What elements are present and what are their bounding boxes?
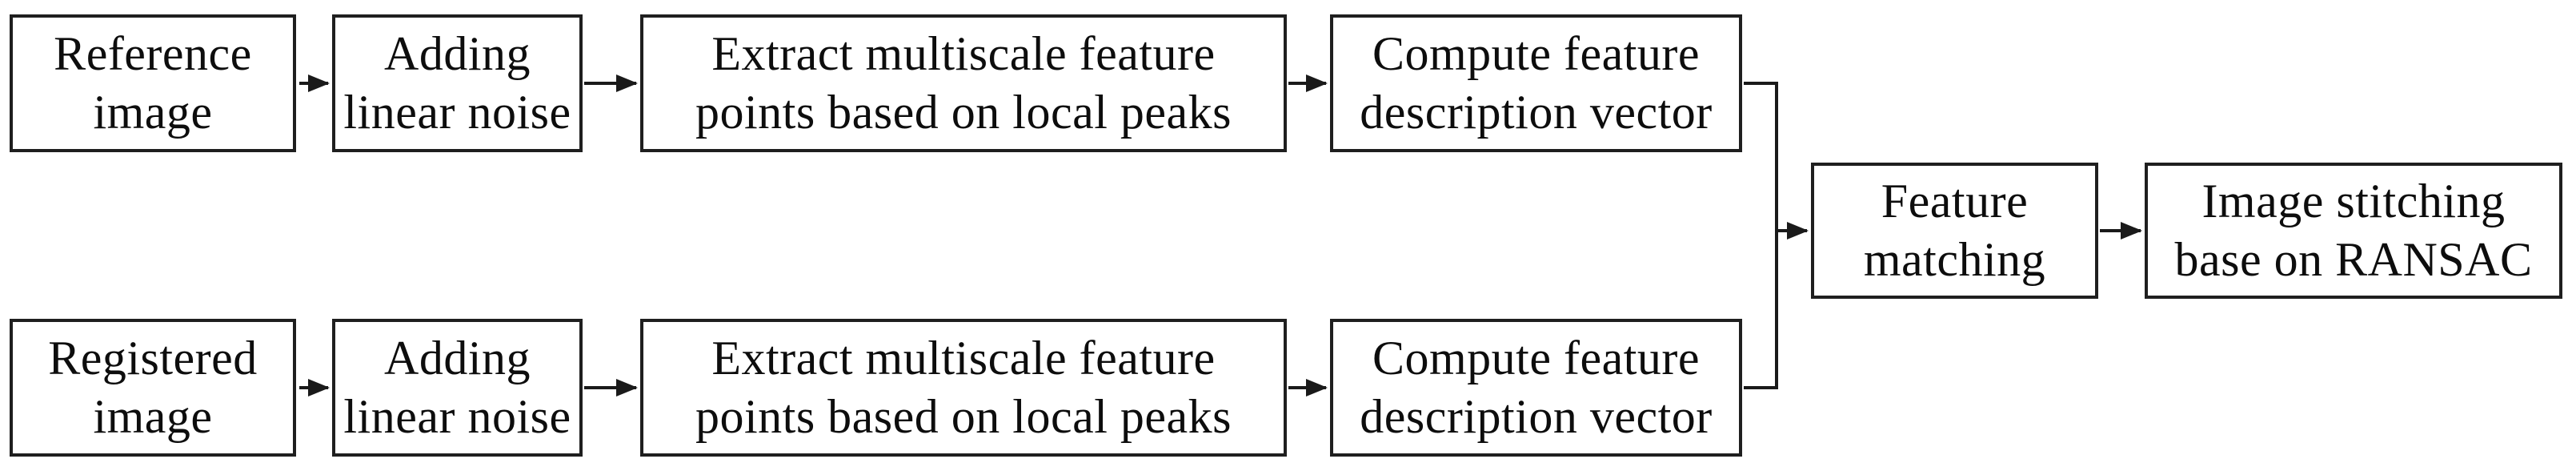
node-image-stitching-ransac-label: Image stitching base on RANSAC — [2174, 174, 2533, 286]
node-adding-linear-noise-top: Adding linear noise — [332, 14, 583, 152]
node-adding-linear-noise-bottom-label: Adding linear noise — [343, 331, 571, 443]
node-registered-image-label: Registered image — [48, 331, 258, 443]
node-extract-feature-points-bottom: Extract multiscale feature points based … — [640, 319, 1287, 457]
node-image-stitching-ransac: Image stitching base on RANSAC — [2145, 163, 2562, 299]
node-registered-image: Registered image — [10, 319, 296, 457]
node-feature-matching: Feature matching — [1811, 163, 2098, 299]
merge-connector — [1744, 82, 1778, 389]
node-feature-matching-label: Feature matching — [1863, 174, 2046, 286]
node-reference-image: Reference image — [10, 14, 296, 152]
node-compute-descriptor-top: Compute feature description vector — [1330, 14, 1742, 152]
node-extract-feature-points-bottom-label: Extract multiscale feature points based … — [695, 331, 1232, 443]
node-compute-descriptor-top-label: Compute feature description vector — [1360, 26, 1713, 139]
node-adding-linear-noise-top-label: Adding linear noise — [343, 26, 571, 139]
node-extract-feature-points-top-label: Extract multiscale feature points based … — [695, 26, 1232, 139]
node-compute-descriptor-bottom: Compute feature description vector — [1330, 319, 1742, 457]
node-adding-linear-noise-bottom: Adding linear noise — [332, 319, 583, 457]
node-extract-feature-points-top: Extract multiscale feature points based … — [640, 14, 1287, 152]
node-compute-descriptor-bottom-label: Compute feature description vector — [1360, 331, 1713, 443]
node-reference-image-label: Reference image — [54, 26, 252, 139]
